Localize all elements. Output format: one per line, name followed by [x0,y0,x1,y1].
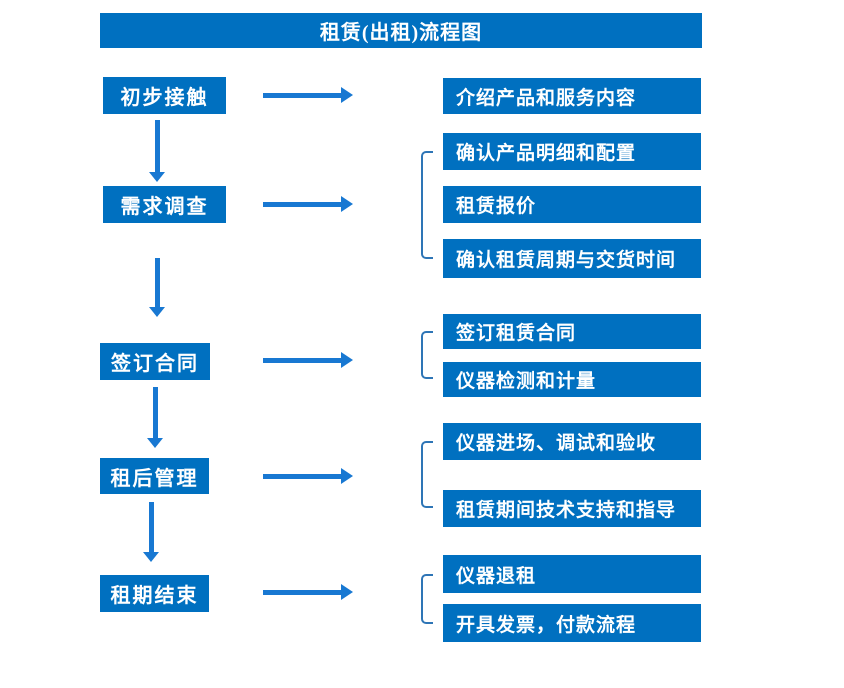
step-box-initial-contact: 初步接触 [103,77,226,114]
arrow-down-icon [149,258,165,317]
arrow-head [341,352,353,368]
arrow-shaft [263,357,342,363]
result-box-confirm-product-details: 确认产品明细和配置 [443,133,701,170]
arrow-right-icon [263,468,353,484]
result-box-instrument-inspection: 仪器检测和计量 [443,362,701,397]
arrow-head [341,584,353,600]
group-bracket [421,574,433,624]
arrow-shaft [154,120,160,173]
arrow-shaft [154,258,160,308]
arrow-head [149,172,165,182]
arrow-shaft [148,502,154,553]
flowchart-title: 租赁(出租)流程图 [319,22,483,44]
result-box-instrument-return: 仪器退租 [443,555,701,593]
arrow-shaft [263,92,342,98]
result-box-sign-rental-contract: 签订租赁合同 [443,314,701,349]
step-box-demand-survey: 需求调查 [103,186,226,223]
step-box-post-rental-management: 租后管理 [100,458,209,494]
arrow-down-icon [149,120,165,182]
result-box-invoice-payment: 开具发票，付款流程 [443,604,701,642]
arrow-right-icon [263,352,353,368]
arrow-right-icon [263,87,353,103]
arrow-head [341,87,353,103]
arrow-head [341,468,353,484]
arrow-down-icon [143,502,159,562]
result-box-confirm-rental-period: 确认租赁周期与交货时间 [443,239,701,278]
arrow-down-icon [147,387,163,448]
arrow-shaft [263,473,342,479]
step-box-sign-contract: 签订合同 [100,343,210,380]
arrow-head [149,307,165,317]
result-box-instrument-setup-acceptance: 仪器进场、调试和验收 [443,423,701,460]
arrow-right-icon [263,196,353,212]
group-bracket [421,151,433,259]
result-box-rental-quotation: 租赁报价 [443,186,701,223]
arrow-shaft [263,201,342,207]
result-box-technical-support: 租赁期间技术支持和指导 [443,490,701,527]
step-box-rental-end: 租期结束 [100,575,209,612]
arrow-head [143,552,159,562]
arrow-shaft [263,589,342,595]
arrow-head [341,196,353,212]
arrow-shaft [152,387,158,439]
result-box-introduce-products: 介绍产品和服务内容 [443,78,701,114]
arrow-head [147,438,163,448]
group-bracket [421,331,433,379]
group-bracket [421,441,433,508]
flowchart-title-bar: 租赁(出租)流程图 [100,13,702,48]
arrow-right-icon [263,584,353,600]
